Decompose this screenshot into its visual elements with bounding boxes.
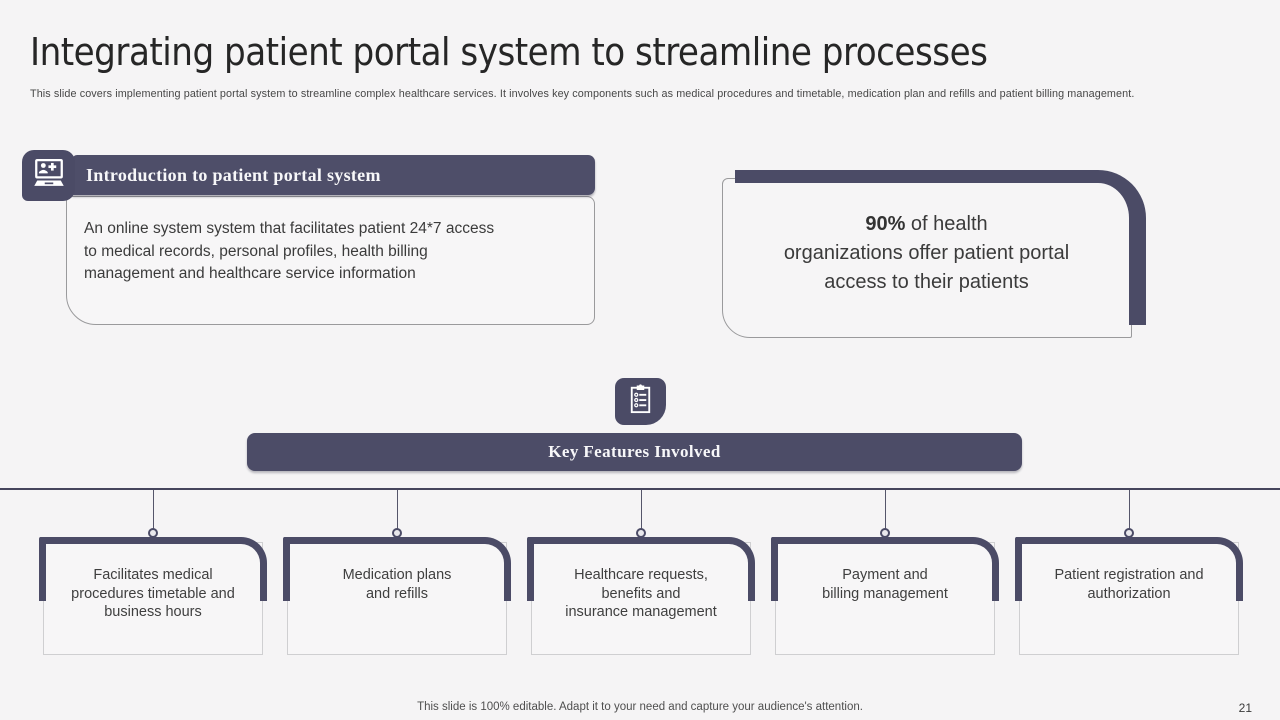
connector-horizontal-line [0,488,1280,490]
feature-label: Healthcare requests, benefits and insura… [565,567,717,620]
intro-body-card: An online system system that facilitates… [66,196,595,325]
feature-label: Payment and billing management [822,567,948,602]
feature-label: Patient registration and authorization [1054,567,1204,602]
connector-drop-line [641,490,642,533]
feature-box-payment-billing: Payment and billing management [771,490,999,655]
connector-drop-line [885,490,886,533]
connector-dot [392,528,402,538]
connector-dot [880,528,890,538]
stat-value: 90% [865,213,906,235]
intro-header-bar: Introduction to patient portal system [72,155,595,195]
connector-dot [148,528,158,538]
page-number: 21 [1238,701,1252,715]
stat-description: of health organizations offer patient po… [783,213,1070,293]
connector-dot [1124,528,1134,538]
connector-drop-line [153,490,154,533]
feature-label: Facilitates medical procedures timetable… [71,567,235,620]
slide-subtitle: This slide covers implementing patient p… [30,88,1135,100]
stat-card [722,178,1132,338]
key-features-banner: Key Features Involved [247,433,1022,471]
intro-body-text: An online system system that facilitates… [84,220,495,282]
checklist-icon-badge [615,378,666,425]
footer-note: This slide is 100% editable. Adapt it to… [417,701,863,713]
patient-portal-laptop-icon [32,158,66,193]
intro-header-label: Introduction to patient portal system [86,164,381,185]
feature-box-medication-plans: Medication plans and refills [283,490,511,655]
feature-row: Facilitates medical procedures timetable… [39,490,1243,655]
patient-portal-icon-badge [22,150,75,201]
stat-card-group: 90% of health organizations offer patien… [722,170,1146,338]
slide-title: Integrating patient portal system to str… [30,30,988,74]
connector-dot [636,528,646,538]
feature-card [1019,542,1239,655]
feature-box-patient-registration: Patient registration and authorization [1015,490,1243,655]
connector-drop-line [397,490,398,533]
checklist-clipboard-icon [628,384,653,419]
feature-label: Medication plans and refills [342,567,452,602]
stat-text: 90% of health organizations offer patien… [752,210,1101,297]
key-features-banner-label: Key Features Involved [548,442,721,461]
feature-box-medical-procedures: Facilitates medical procedures timetable… [39,490,267,655]
connector-drop-line [1129,490,1130,533]
feature-box-healthcare-requests: Healthcare requests, benefits and insura… [527,490,755,655]
